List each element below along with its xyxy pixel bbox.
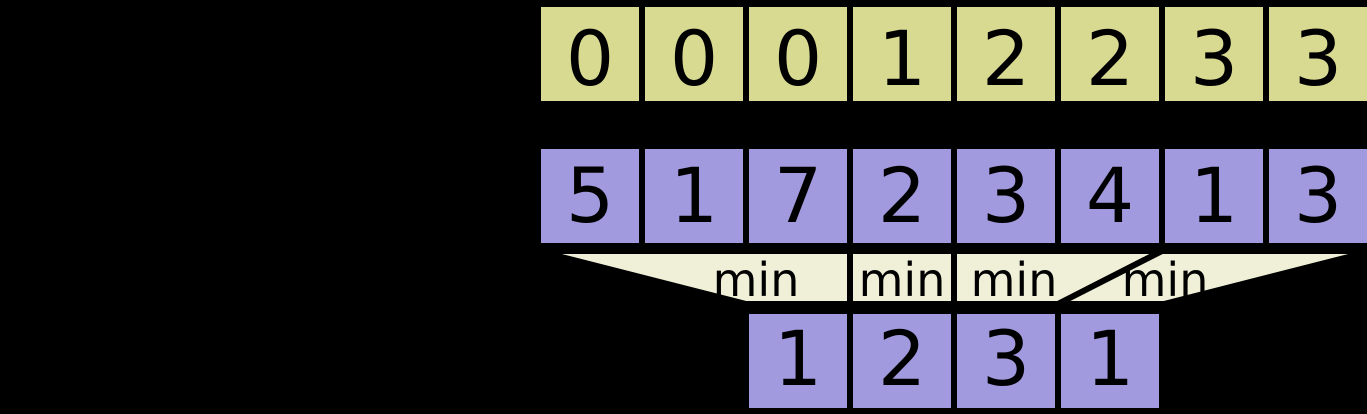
block-min-value: 1 — [1086, 314, 1134, 403]
array-cell — [1263, 143, 1367, 249]
min-operator-label: min — [859, 253, 946, 307]
array-value: 1 — [1190, 151, 1238, 240]
block-index-cell — [1263, 1, 1367, 107]
block-index-value: 2 — [1086, 14, 1134, 103]
array-value: 3 — [982, 151, 1030, 240]
block-index-value: 3 — [1294, 14, 1342, 103]
block-index-cell — [951, 1, 1061, 107]
block-min-cell — [1055, 308, 1165, 414]
array-value: 4 — [1086, 151, 1134, 240]
min-operator-label: min — [713, 253, 800, 307]
min-operator-shape — [1056, 248, 1367, 307]
block-index-cell — [639, 1, 749, 107]
array-cell — [743, 143, 853, 249]
array-value: 3 — [1294, 151, 1342, 240]
array-row: 5 1 7 2 3 4 1 3 — [535, 143, 1367, 249]
array-value: 5 — [566, 151, 614, 240]
min-operator-shape — [537, 248, 853, 307]
block-index-value: 0 — [670, 14, 718, 103]
block-index-cell — [743, 1, 853, 107]
block-index-cell — [1159, 1, 1269, 107]
min-operator-band: min min min min — [537, 248, 1367, 307]
block-min-value: 3 — [982, 314, 1030, 403]
array-cell — [951, 143, 1061, 249]
array-value: 1 — [670, 151, 718, 240]
block-min-value: 2 — [878, 314, 926, 403]
block-min-row: 1 2 3 1 — [743, 308, 1165, 414]
block-index-value: 3 — [1190, 14, 1238, 103]
block-index-cell — [535, 1, 645, 107]
block-min-value: 1 — [774, 314, 822, 403]
block-index-value: 0 — [566, 14, 614, 103]
array-cell — [1055, 143, 1165, 249]
block-index-value: 1 — [878, 14, 926, 103]
array-value: 7 — [774, 151, 822, 240]
min-operator-label: min — [971, 253, 1058, 307]
block-index-row: 0 0 0 1 2 2 3 3 — [535, 1, 1367, 107]
block-min-cell — [951, 308, 1061, 414]
array-value: 2 — [878, 151, 926, 240]
block-index-value: 2 — [982, 14, 1030, 103]
min-operator-label: min — [1122, 253, 1209, 307]
block-index-value: 0 — [774, 14, 822, 103]
array-cell — [847, 143, 957, 249]
